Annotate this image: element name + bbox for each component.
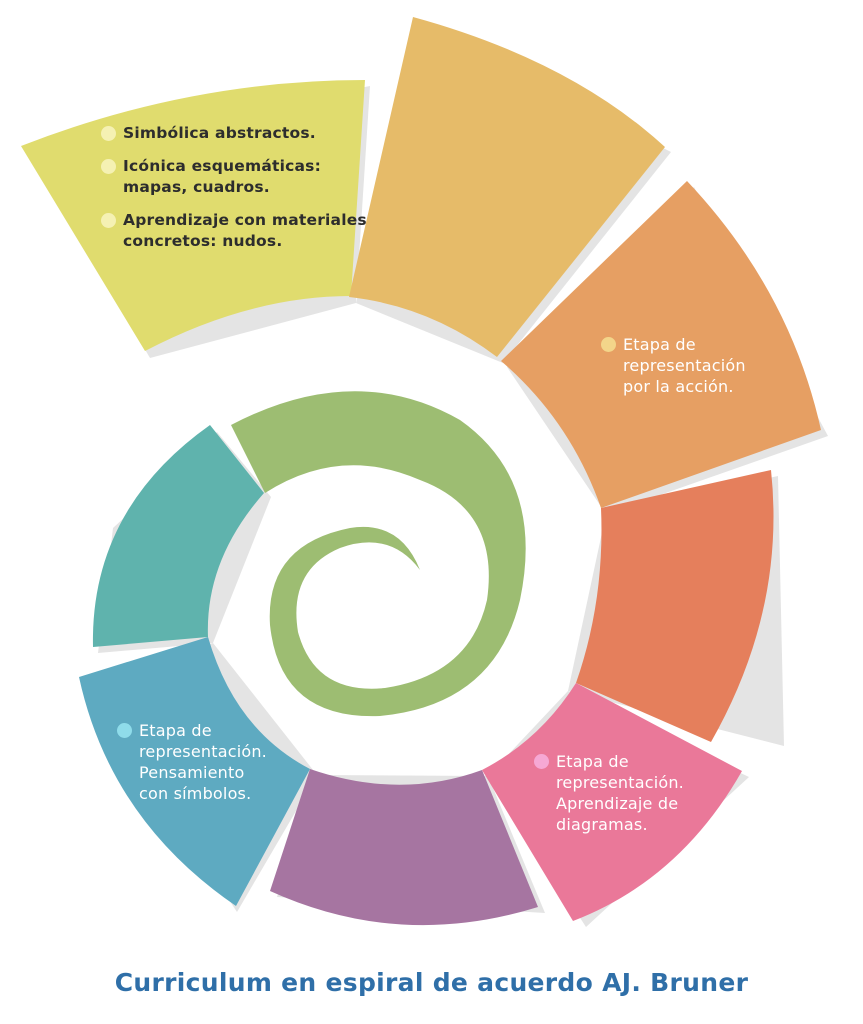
segment-purple (270, 769, 538, 926)
bullet-dot (101, 126, 116, 141)
list-item-line: Aprendizaje con materiales (123, 211, 367, 229)
label-line: Etapa de (623, 335, 696, 354)
list-item-line: concretos: nudos. (123, 232, 283, 250)
segment-yellow (21, 80, 365, 351)
orange-segment-label: Etapa de representación por la acción. (601, 334, 746, 397)
spiral-diagram: Simbólica abstractos. Icónica esquemátic… (21, 17, 828, 927)
segment-teal (92, 425, 265, 647)
label-line: representación (623, 356, 746, 375)
list-item: Icónica esquemáticas: mapas, cuadros. (101, 156, 367, 198)
blue-segment-label: Etapa de representación. Pensamiento con… (117, 720, 267, 804)
label-line: Etapa de (556, 752, 629, 771)
list-item-line: Simbólica abstractos. (123, 124, 316, 142)
list-item: Simbólica abstractos. (101, 123, 367, 144)
list-item: Aprendizaje con materiales concretos: nu… (101, 210, 367, 252)
bullet-dot (101, 159, 116, 174)
segment-green (231, 391, 526, 717)
segment-blue (79, 637, 310, 906)
segment-orange (501, 181, 821, 508)
yellow-segment-list: Simbólica abstractos. Icónica esquemátic… (101, 123, 367, 264)
segment-coral (576, 470, 774, 742)
label-line: por la acción. (623, 377, 734, 396)
label-line: Aprendizaje de (556, 794, 679, 813)
spiral-svg (21, 17, 828, 927)
list-item-line: mapas, cuadros. (123, 178, 270, 196)
bullet-dot (534, 754, 549, 769)
pink-segment-label: Etapa de representación. Aprendizaje de … (534, 751, 684, 835)
segment-pink (482, 683, 742, 921)
label-line: Pensamiento (139, 763, 245, 782)
label-line: Etapa de (139, 721, 212, 740)
segment-gold (349, 17, 665, 357)
bullet-dot (117, 723, 132, 738)
bullet-dot (101, 213, 116, 228)
label-line: diagramas. (556, 815, 648, 834)
label-line: representación. (556, 773, 684, 792)
diagram-title: Curriculum en espiral de acuerdo AJ. Bru… (114, 968, 749, 997)
list-item-line: Icónica esquemáticas: (123, 157, 321, 175)
bullet-dot (601, 337, 616, 352)
label-line: con símbolos. (139, 784, 252, 803)
label-line: representación. (139, 742, 267, 761)
